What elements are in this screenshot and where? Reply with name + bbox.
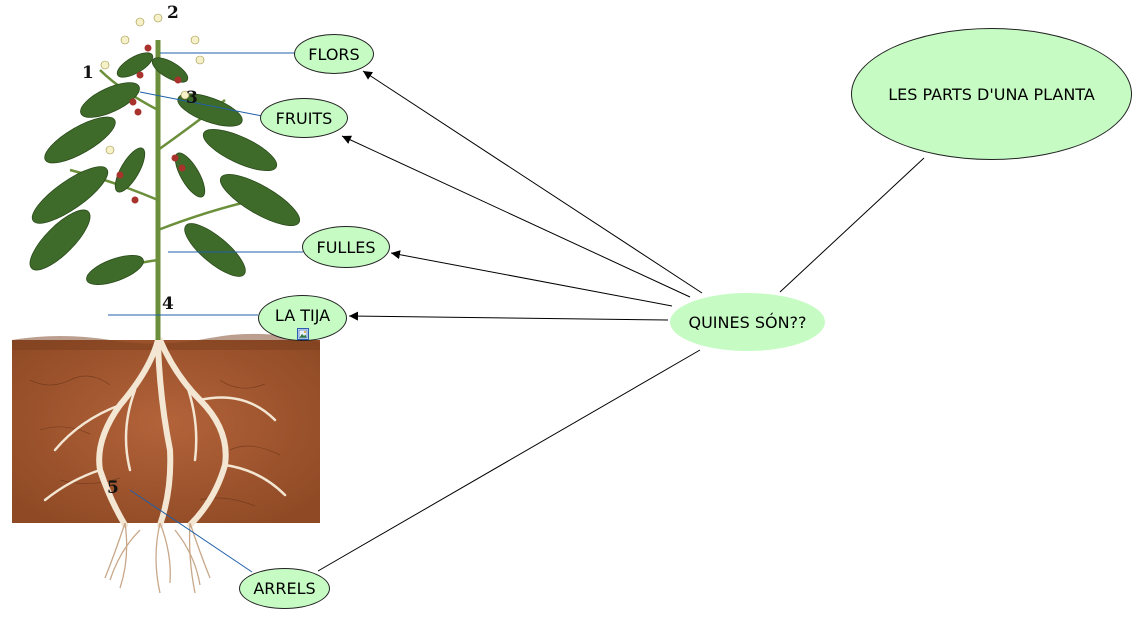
node-arrels-label: ARRELS xyxy=(253,579,316,598)
node-title[interactable]: LES PARTS D'UNA PLANTA xyxy=(851,28,1132,160)
plant-number-1: 1 xyxy=(82,63,94,83)
plant-number-2: 2 xyxy=(167,3,179,23)
node-center-label: QUINES SÓN?? xyxy=(688,312,807,332)
node-fulles[interactable]: FULLES xyxy=(302,226,390,268)
connector-center-arrels xyxy=(317,349,701,572)
node-tija[interactable]: LA TIJA xyxy=(258,295,347,341)
node-tija-label: LA TIJA xyxy=(274,305,331,325)
arrow-to-fruits xyxy=(341,135,691,298)
arrow-to-flors xyxy=(362,70,703,294)
arrow-to-tija xyxy=(348,311,669,321)
pointer-lines xyxy=(108,52,303,573)
pointer-line-arrels xyxy=(129,489,253,573)
plant-number-5: 5 xyxy=(107,478,119,498)
image-attachment-icon[interactable] xyxy=(297,328,309,340)
node-arrels[interactable]: ARRELS xyxy=(239,568,330,609)
node-flors[interactable]: FLORS xyxy=(294,34,374,74)
node-fruits-label: FRUITS xyxy=(275,108,333,128)
connectors xyxy=(317,70,925,572)
node-fulles-label: FULLES xyxy=(316,237,376,257)
plant-number-3: 3 xyxy=(186,88,198,108)
node-flors-label: FLORS xyxy=(308,44,360,64)
node-fruits[interactable]: FRUITS xyxy=(260,98,348,138)
node-title-label: LES PARTS D'UNA PLANTA xyxy=(888,84,1095,104)
pointer-line-fruits xyxy=(139,91,263,117)
arrow-to-fulles xyxy=(390,250,673,307)
plant-number-4: 4 xyxy=(162,294,174,314)
node-center[interactable]: QUINES SÓN?? xyxy=(670,293,825,351)
plant-illustration xyxy=(12,13,320,594)
connector-center-title xyxy=(779,157,925,293)
